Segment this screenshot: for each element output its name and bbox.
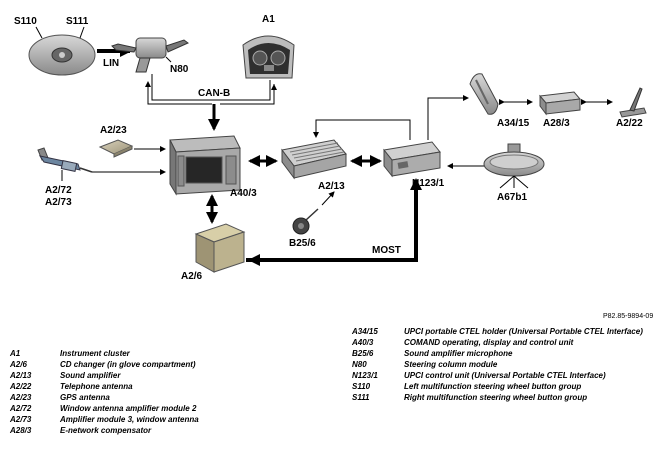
legend-row: A2/13 Sound amplifier (10, 370, 330, 381)
legend-description: GPS antenna (60, 393, 110, 402)
microphone-icon (292, 208, 319, 235)
legend-code: A2/73 (10, 415, 32, 424)
legend-row: A40/3 COMAND operating, display and contr… (352, 337, 652, 348)
label-a28-3: A28/3 (543, 118, 570, 129)
legend-description: Right multifunction steering wheel butto… (404, 393, 588, 402)
legend-code: A2/22 (10, 382, 32, 391)
label-a67b1: A67b1 (497, 192, 527, 203)
legend-row: A2/73 Amplifier module 3, window antenna (10, 414, 330, 425)
steering-column-module-icon (111, 37, 189, 73)
label-lin: LIN (103, 58, 119, 69)
ctel-holder-icon (469, 73, 499, 115)
legend-row: A2/72 Window antenna amplifier module 2 (10, 403, 330, 414)
legend-description: E-network compensator (60, 426, 152, 435)
legend-row: N123/1 UPCI control unit (Universal Porta… (352, 370, 652, 381)
label-a34-15: A34/15 (497, 118, 530, 129)
label-a2-72: A2/72 (45, 185, 72, 196)
legend-description: COMAND operating, display and control un… (404, 338, 574, 347)
window-antenna-amplifier-icon (37, 147, 93, 173)
legend-code: S111 (352, 393, 370, 402)
legend-row: N80 Steering column module (352, 359, 652, 370)
label-a1: A1 (262, 14, 275, 25)
legend-row: B25/6 Sound amplifier microphone (352, 348, 652, 359)
legend-code: B25/6 (352, 349, 374, 358)
legend-row: S110 Left multifunction steering wheel bu… (352, 381, 652, 392)
cd-changer-icon (194, 223, 246, 273)
gps-antenna-icon (98, 139, 134, 158)
comand-unit-icon (169, 135, 241, 196)
telephone-antenna-icon (619, 87, 647, 118)
legend-code: A34/15 (352, 327, 378, 336)
label-s110: S110 (14, 16, 37, 27)
label-n123-1: N123/1 (412, 178, 445, 189)
sound-amplifier-icon (281, 139, 347, 180)
legend-description: Instrument cluster (60, 349, 130, 358)
legend-description: Sound amplifier microphone (404, 349, 513, 358)
legend-description: UPCI portable CTEL holder (Universal Por… (404, 327, 643, 336)
legend-code: A40/3 (352, 338, 374, 347)
legend-description: Steering column module (404, 360, 498, 369)
legend-description: Sound amplifier (60, 371, 121, 380)
figure-reference: P82.85-9894-09 (603, 313, 653, 320)
legend-row: A2/23 GPS antenna (10, 392, 330, 403)
instrument-cluster-icon (242, 35, 295, 79)
legend-code: N80 (352, 360, 367, 369)
label-a2-13: A2/13 (318, 181, 345, 192)
label-a2-73: A2/73 (45, 197, 72, 208)
label-can-b: CAN-B (198, 88, 230, 99)
legend-right: A34/15 UPCI portable CTEL holder (Univers… (352, 326, 652, 403)
upci-control-unit-icon (383, 141, 441, 178)
legend-row: A2/6 CD changer (in glove compartment) (10, 359, 330, 370)
label-most: MOST (372, 245, 401, 256)
most-bus (246, 182, 418, 262)
legend-row: A2/22 Telephone antenna (10, 381, 330, 392)
legend-description: CD changer (in glove compartment) (60, 360, 196, 369)
legend-description: Amplifier module 3, window antenna (60, 415, 199, 424)
label-n80: N80 (170, 64, 189, 75)
a67b1-pointer-lines (499, 175, 529, 189)
legend-code: N123/1 (352, 371, 378, 380)
legend-description: Left multifunction steering wheel button… (404, 382, 582, 391)
legend-row: A28/3 E-network compensator (10, 425, 330, 436)
legend-description: Telephone antenna (60, 382, 133, 391)
legend-description: Window antenna amplifier module 2 (60, 404, 197, 413)
legend-row: S111 Right multifunction steering wheel b… (352, 392, 652, 403)
label-a2-23: A2/23 (100, 125, 127, 136)
legend-code: A2/72 (10, 404, 32, 413)
legend-code: S110 (352, 382, 371, 391)
legend-row: A1 Instrument cluster (10, 348, 330, 359)
label-a2-22: A2/22 (616, 118, 643, 129)
legend-code: A28/3 (10, 426, 32, 435)
legend-row: A34/15 UPCI portable CTEL holder (Univers… (352, 326, 652, 337)
label-a40-3: A40/3 (230, 188, 257, 199)
e-network-compensator-icon (539, 91, 581, 116)
legend-code: A1 (10, 349, 21, 358)
legend-description: UPCI control unit (Universal Portable CT… (404, 371, 606, 380)
label-s111: S111 (66, 16, 89, 27)
label-a2-6: A2/6 (181, 271, 203, 282)
steering-wheel-buttons-icon (28, 34, 96, 76)
a67b1-component-icon (483, 143, 545, 177)
legend-code: A2/6 (10, 360, 27, 369)
legend-code: A2/23 (10, 393, 32, 402)
legend-code: A2/13 (10, 371, 32, 380)
label-b25-6: B25/6 (289, 238, 316, 249)
